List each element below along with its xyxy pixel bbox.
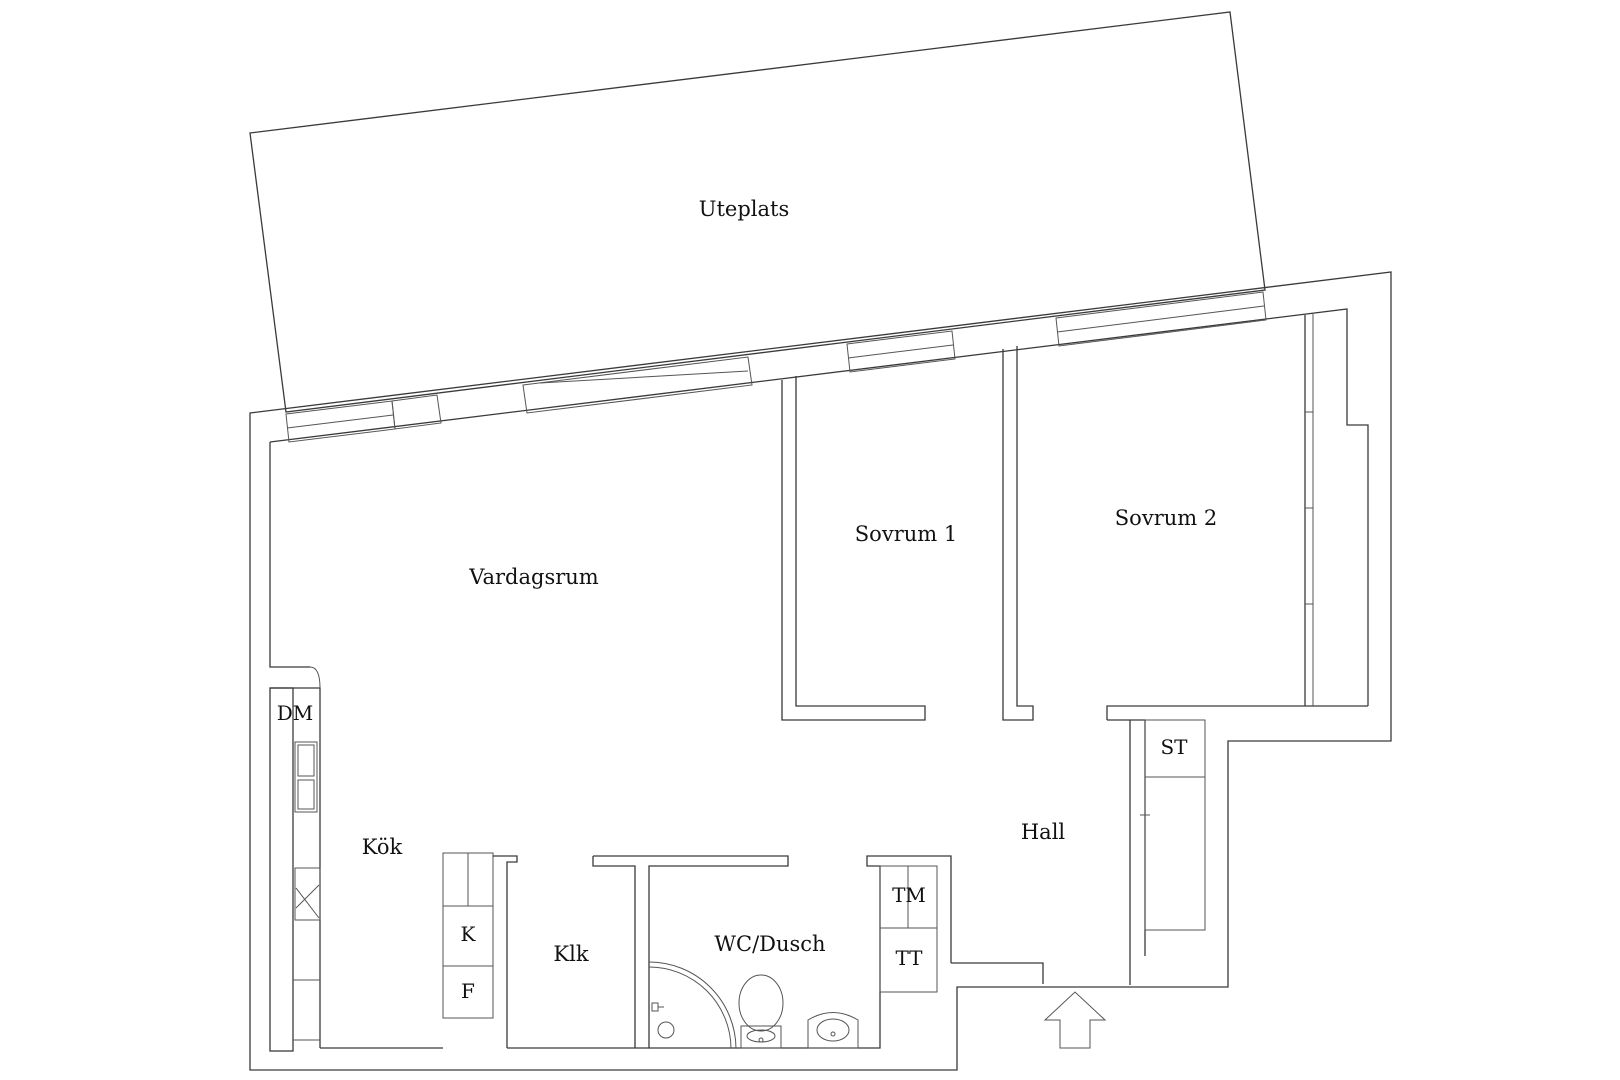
toilet-icon: [738, 974, 784, 1049]
label-dm: DM: [277, 701, 314, 725]
windows: [285, 291, 1267, 443]
sink-icon: [807, 1012, 859, 1049]
closet-walls: [507, 855, 789, 1049]
label-klk: Klk: [553, 942, 588, 966]
label-vardagsrum: Vardagsrum: [468, 565, 599, 589]
label-f: F: [461, 979, 475, 1003]
outer-wall: [249, 271, 1392, 1071]
hall-walls: [951, 719, 1206, 985]
label-st: ST: [1160, 735, 1188, 759]
bathroom-walls: [649, 855, 952, 1049]
entrance-arrow-icon: [1043, 991, 1107, 1049]
living-kitchen-walls: [269, 376, 926, 1052]
storage-kf: [320, 852, 518, 1049]
label-k: K: [461, 922, 477, 946]
label-wc-dusch: WC/Dusch: [714, 932, 825, 956]
label-hall: Hall: [1021, 820, 1066, 844]
label-kok: Kök: [362, 835, 403, 859]
inner-wall-line: [269, 308, 1369, 706]
shower: [648, 961, 737, 1049]
terrace-outline: [249, 11, 1266, 413]
bedroom-2-walls: [1106, 314, 1368, 720]
label-sovrum-2: Sovrum 2: [1115, 506, 1217, 530]
bedroom-1-walls: [1002, 346, 1034, 721]
label-uteplats: Uteplats: [699, 197, 789, 221]
label-sovrum-1: Sovrum 1: [855, 522, 957, 546]
label-tm: TM: [892, 883, 926, 907]
label-tt: TT: [895, 946, 923, 970]
